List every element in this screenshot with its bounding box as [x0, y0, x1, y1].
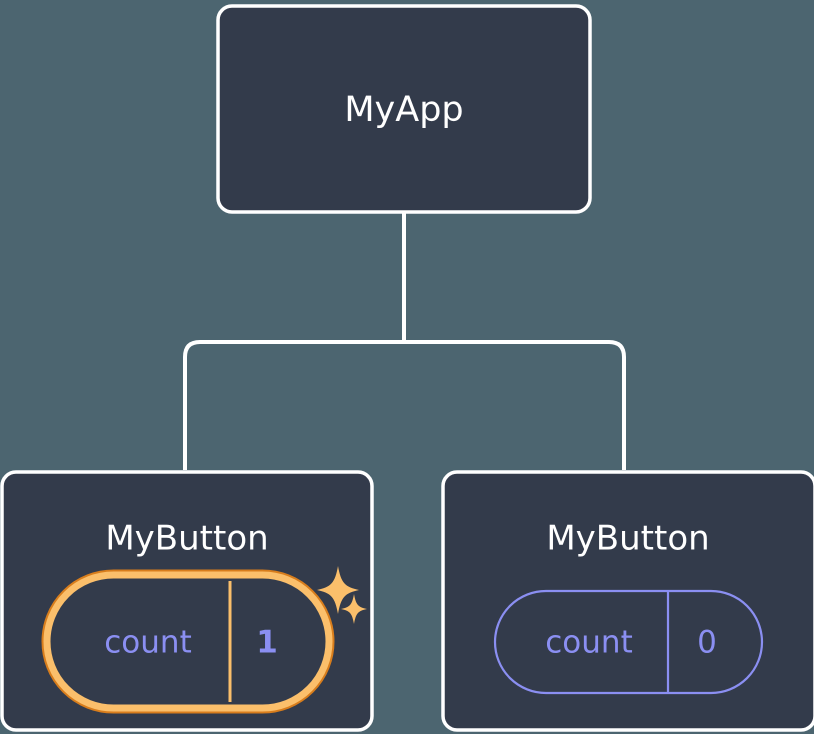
state-pill-right[interactable]: count 0 [493, 589, 764, 695]
state-pill-right-key: count [545, 625, 632, 661]
sparkle-group-left [317, 566, 367, 624]
node-mybutton-right-label: MyButton [546, 519, 709, 559]
node-mybutton-left-label: MyButton [105, 519, 268, 559]
sparkle-icon-small [341, 594, 367, 624]
node-mybutton-right-card[interactable] [441, 470, 814, 732]
node-mybutton-left[interactable]: MyButton count 1 [0, 470, 374, 732]
node-myapp-card[interactable] [216, 4, 592, 214]
sparkle-icon-large [317, 566, 359, 614]
node-myapp[interactable]: MyApp [216, 4, 592, 214]
connector-branch-right [404, 340, 626, 470]
state-pill-left-value: 1 [256, 625, 278, 661]
state-pill-left[interactable]: count 1 [41, 569, 335, 714]
state-pill-left-key: count [104, 625, 191, 661]
node-myapp-label: MyApp [344, 90, 463, 130]
state-pill-right-outline [493, 589, 764, 695]
connector-branch-left [183, 340, 404, 470]
connector-group [183, 211, 626, 470]
state-pill-left-inner-ring [43, 571, 333, 712]
node-mybutton-right[interactable]: MyButton count 0 [441, 470, 814, 732]
state-pill-right-value: 0 [697, 625, 717, 661]
